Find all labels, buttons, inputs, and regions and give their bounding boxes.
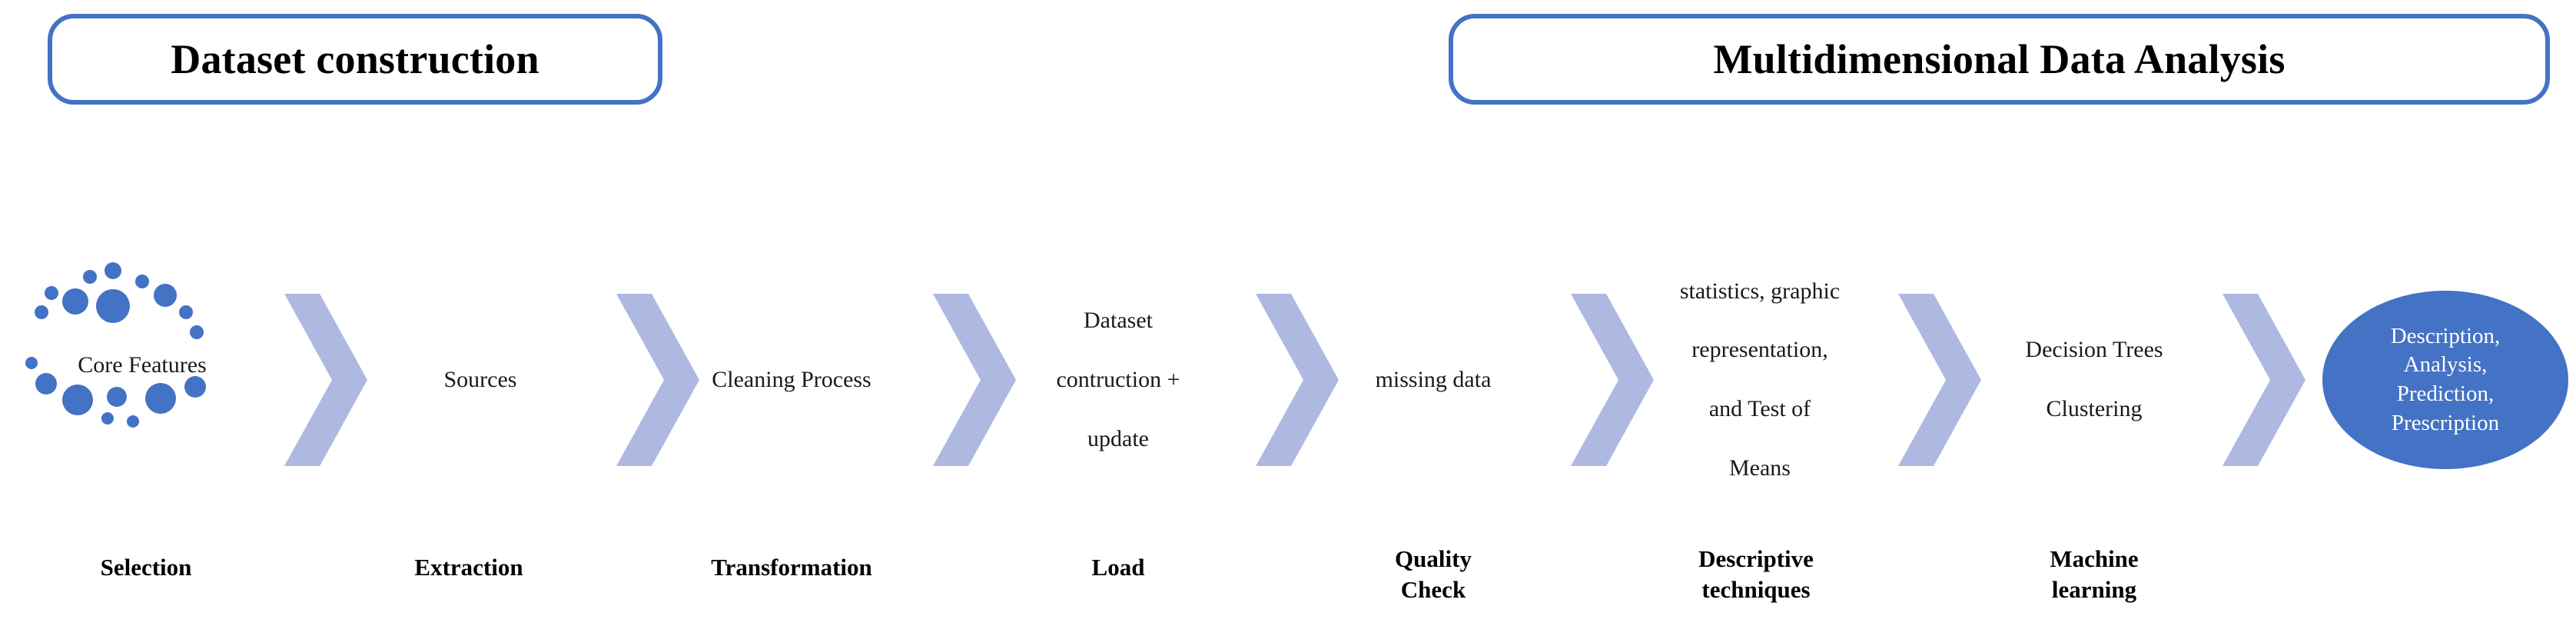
stage-label-dataset-construction-update: Dataset contruction + update — [1007, 294, 1230, 466]
chevron-arrow-7 — [2221, 294, 2307, 466]
core-features-label: Core Features — [78, 352, 207, 378]
caption-line: Machine — [2050, 545, 2139, 572]
stage-line: missing data — [1375, 366, 1492, 392]
stage-line: update — [1087, 425, 1149, 451]
caption-line: Check — [1400, 575, 1466, 603]
stage-label-decision-trees-clustering: Decision Trees Clustering — [1975, 294, 2213, 466]
stage-line: Clustering — [2046, 396, 2143, 422]
stage-label-sources: Sources — [384, 294, 576, 466]
phase-box-label: Dataset construction — [171, 36, 539, 82]
caption-line: Quality — [1395, 545, 1472, 572]
caption-machine-learning: Machine learning — [1979, 544, 2209, 604]
caption-line: Selection — [100, 554, 192, 581]
caption-descriptive-techniques: Descriptive techniques — [1641, 544, 1871, 604]
stage-label-statistics-graphic-representation: statistics, graphic representation, and … — [1637, 278, 1883, 481]
caption-transformation: Transformation — [676, 552, 907, 583]
phase-box-label: Multidimensional Data Analysis — [1713, 36, 2286, 82]
chevron-arrow-6 — [1897, 294, 1983, 466]
outcome-line: Analysis, — [2403, 352, 2488, 378]
phase-box-multidimensional-data-analysis: Multidimensional Data Analysis — [1449, 14, 2550, 105]
stage-line: Means — [1729, 455, 1791, 481]
caption-extraction: Extraction — [354, 552, 584, 583]
caption-load: Load — [1007, 552, 1230, 583]
caption-line: Descriptive — [1698, 545, 1814, 572]
chevron-arrow-4 — [1254, 294, 1340, 466]
stage-label-cleaning-process: Cleaning Process — [676, 294, 907, 466]
chevron-arrow-5 — [1569, 294, 1655, 466]
outcome-line: Prescription — [2391, 410, 2500, 435]
outcome-ellipse-label: Description, Analysis, Prediction, Presc… — [2391, 322, 2501, 438]
caption-line: Transformation — [711, 554, 872, 581]
chevron-arrow-2 — [615, 294, 701, 466]
caption-selection: Selection — [0, 552, 292, 583]
stage-line: Decision Trees — [2025, 337, 2163, 363]
stage-line: and Test of — [1708, 396, 1811, 422]
caption-quality-check: Quality Check — [1337, 544, 1529, 604]
stage-line: Dataset — [1084, 308, 1153, 334]
caption-line: learning — [2051, 575, 2137, 603]
outcome-ellipse: Description, Analysis, Prediction, Presc… — [2322, 291, 2568, 469]
outcome-line: Prediction, — [2396, 381, 2495, 406]
chevron-arrow-3 — [931, 294, 1017, 466]
stage-line: Sources — [443, 366, 517, 392]
caption-line: Load — [1091, 554, 1145, 581]
phase-box-dataset-construction: Dataset construction — [48, 14, 662, 105]
caption-line: techniques — [1701, 575, 1811, 603]
stage-label-missing-data: missing data — [1322, 294, 1545, 466]
outcome-line: Description, — [2390, 323, 2501, 348]
stage-line: Cleaning Process — [712, 366, 871, 392]
caption-line: Extraction — [414, 554, 523, 581]
chevron-arrow-1 — [283, 294, 369, 466]
dotted-circle-icon — [8, 254, 277, 508]
stage-line: representation, — [1691, 337, 1828, 363]
stage-line: contruction + — [1056, 366, 1180, 392]
stage-line: statistics, graphic — [1679, 278, 1841, 304]
